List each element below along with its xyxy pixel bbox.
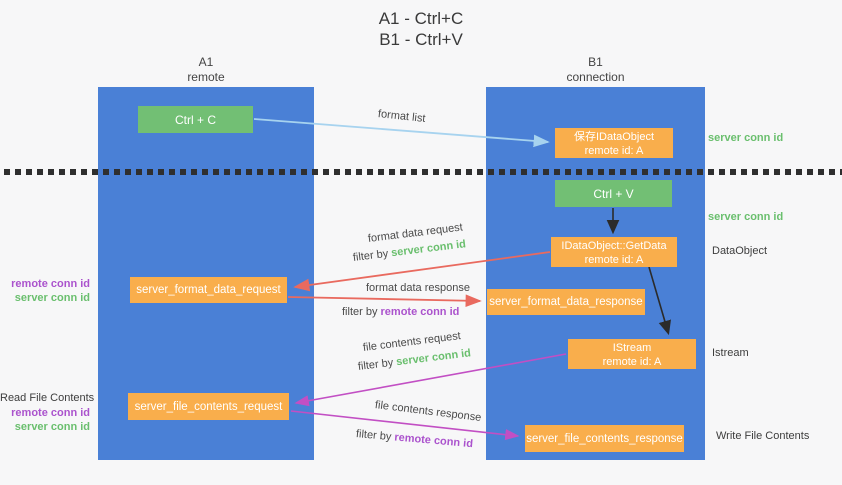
right-label-server-conn-id-top: server conn id	[708, 132, 784, 144]
label-filter-by-remote-conn-id-1: filter by remote conn id	[342, 306, 459, 318]
format-request-label: server_format_data_request	[136, 284, 281, 296]
remote-conn-id-text: remote conn id	[380, 306, 460, 318]
getdata-line2: remote id: A	[584, 254, 644, 266]
node-server-format-data-request: server_format_data_request	[130, 277, 287, 303]
node-server-format-data-response: server_format_data_response	[487, 289, 645, 315]
filter-by-text: filter by	[352, 247, 392, 264]
filter-by-text: filter by	[355, 428, 395, 444]
ctrl-v-label: Ctrl + V	[593, 186, 634, 201]
left-label-read-file-contents: Read File Contents	[0, 392, 95, 404]
title-line-2: B1 - Ctrl+V	[379, 30, 463, 49]
arrow-format-data-response	[287, 294, 482, 307]
format-response-label: server_format_data_response	[489, 296, 643, 308]
left-label-server-conn-id-file: server conn id	[14, 421, 90, 433]
label-format-data-response: format data response	[366, 282, 470, 294]
label-file-contents-response: file contents response	[374, 399, 482, 424]
title-line-1: A1 - Ctrl+C	[378, 9, 464, 28]
node-ctrl-c: Ctrl + C	[138, 106, 253, 133]
file-response-label: server_file_contents_response	[526, 432, 683, 445]
diagram-title: A1 - Ctrl+C B1 - Ctrl+V	[0, 8, 842, 50]
istream-line1: IStream	[612, 342, 652, 354]
label-filter-by-remote-conn-id-2: filter by remote conn id	[355, 428, 473, 450]
getdata-line1: IDataObject::GetData	[561, 240, 667, 252]
save-dataobject-line2: remote id: A	[584, 145, 644, 157]
node-server-file-contents-request: server_file_contents_request	[128, 393, 289, 420]
istream-line2: remote id: A	[602, 356, 662, 368]
right-column-name: B1	[588, 55, 603, 69]
server-conn-id-text: server conn id	[395, 347, 472, 369]
left-label-remote-conn-id-file: remote conn id	[11, 407, 90, 419]
left-column-name: A1	[198, 55, 214, 69]
right-column-header: B1 connection	[486, 55, 705, 85]
node-ctrl-v: Ctrl + V	[555, 180, 672, 207]
dotted-separator	[4, 169, 842, 175]
node-idataobject-getdata: IDataObject::GetData remote id: A	[551, 237, 677, 267]
left-column-role: remote	[187, 70, 225, 84]
filter-by-text: filter by	[357, 356, 397, 373]
ctrl-c-label: Ctrl + C	[174, 112, 216, 127]
right-label-write-file-contents: Write File Contents	[716, 430, 810, 442]
file-request-label: server_file_contents_request	[134, 400, 283, 413]
node-istream: IStream remote id: A	[568, 339, 696, 369]
right-column-role: connection	[566, 70, 625, 84]
filter-by-text: filter by	[342, 306, 381, 318]
node-save-dataobject: 保存IDataObject remote id: A	[555, 128, 673, 158]
save-dataobject-line1: 保存IDataObject	[573, 131, 655, 143]
node-server-file-contents-response: server_file_contents_response	[525, 425, 684, 452]
remote-conn-id-text: remote conn id	[393, 431, 474, 451]
label-format-list: format list	[377, 108, 427, 125]
right-label-dataobject: DataObject	[712, 245, 768, 257]
right-label-server-conn-id-mid: server conn id	[708, 211, 784, 223]
left-label-server-conn-id-format: server conn id	[14, 292, 90, 304]
server-conn-id-text: server conn id	[390, 238, 467, 260]
left-label-remote-conn-id-format: remote conn id	[11, 278, 90, 290]
right-label-istream: Istream	[712, 347, 749, 359]
left-column-header: A1 remote	[98, 55, 314, 85]
